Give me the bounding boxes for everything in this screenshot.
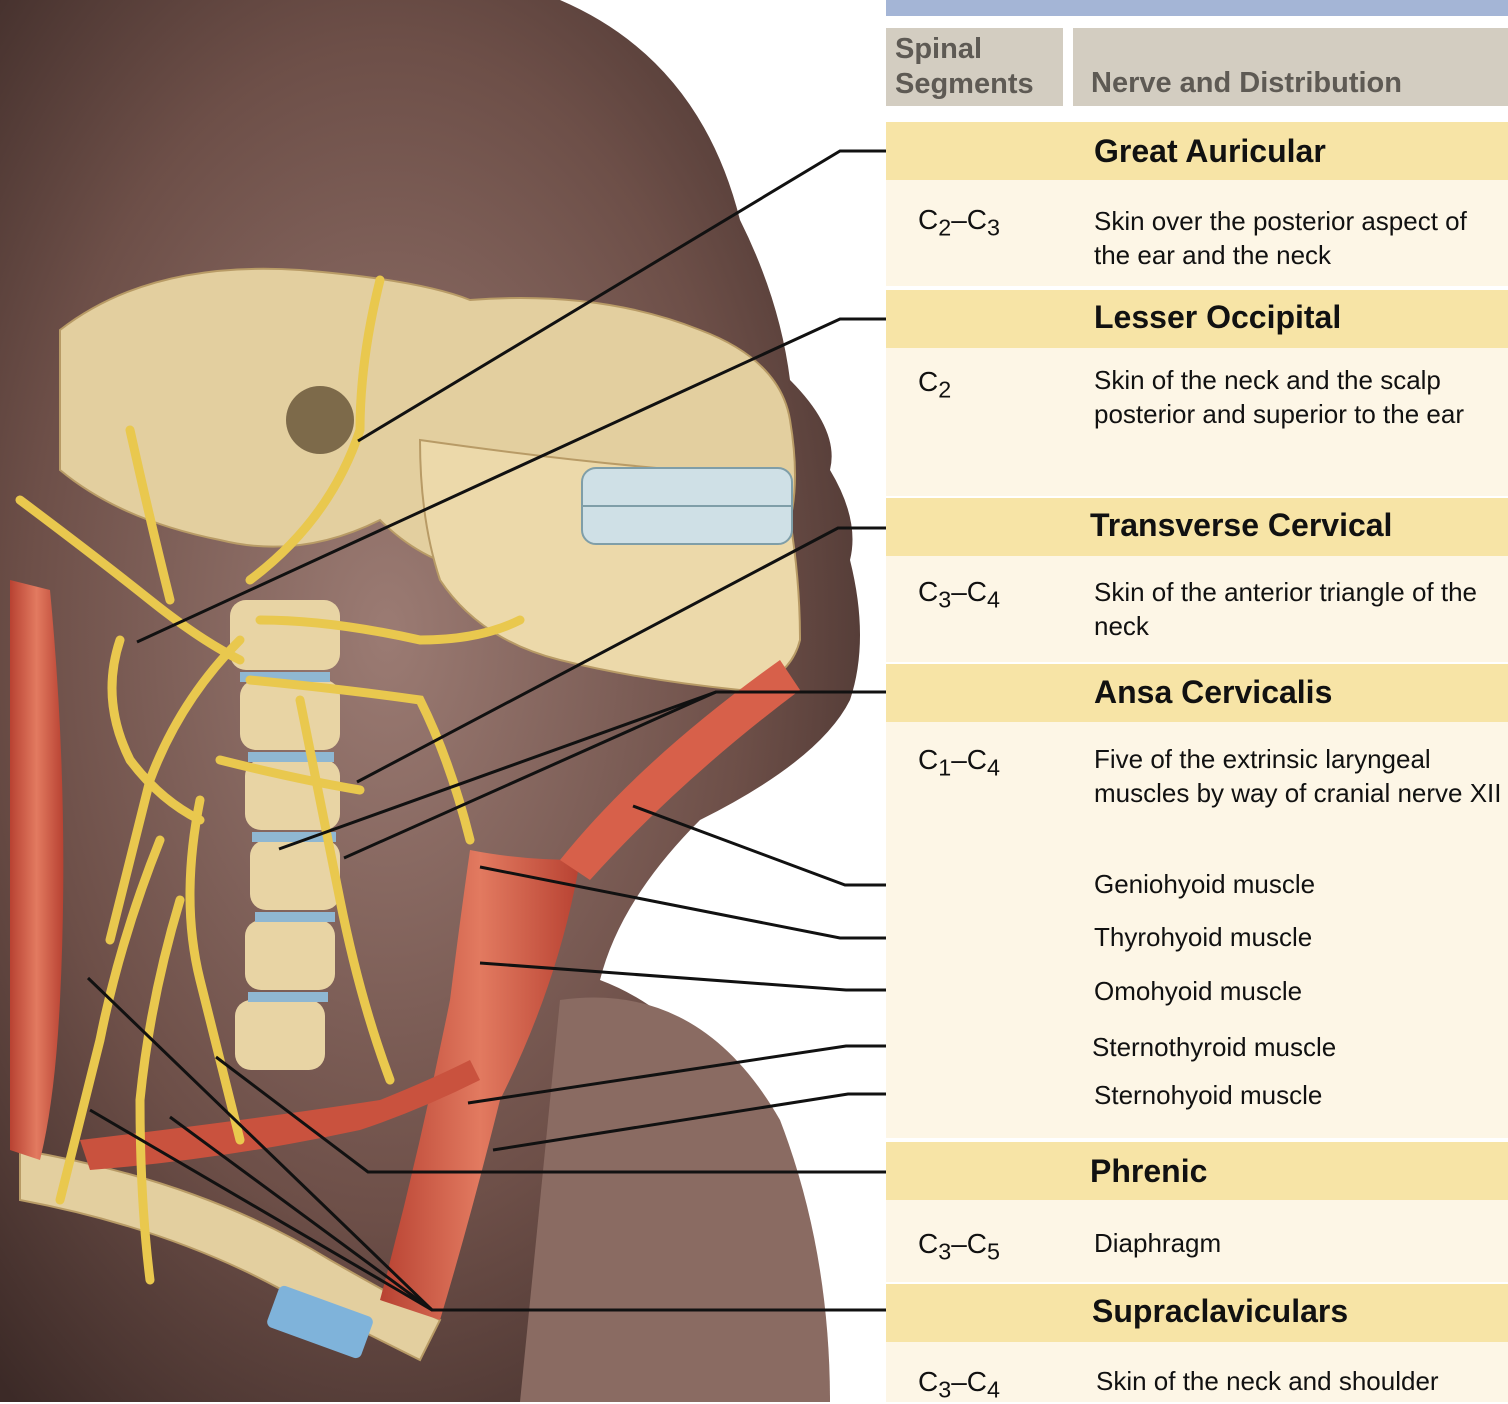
nerve-distribution: Skin of the neck and shoulder [1096,1366,1439,1396]
nerve-band [886,1284,1508,1342]
cervical-spine [230,600,340,1070]
nerve-name: Supraclaviculars [1092,1293,1349,1329]
spinal-segment: C3–C5 [918,1228,1000,1265]
row-bg [886,1200,1508,1282]
spinal-segment: C3–C4 [918,576,1000,613]
leader-lines [86,149,886,1312]
neck-anatomy-illustration [0,0,886,1402]
nerve-distribution: Diaphragm [1094,1228,1222,1258]
nerve-band [886,664,1508,722]
trapezius-muscle [10,580,64,1160]
spinal-segment: C2 [918,366,952,403]
nerve-name: Ansa Cervicalis [1094,674,1333,710]
nerve-band [886,290,1508,348]
nerve-distribution: Skin of the neck and the scalp posterior… [1094,365,1464,429]
geniohyoid-strap [560,660,800,880]
spinal-segment: C1–C4 [918,744,1000,781]
muscle-label: Sternohyoid muscle [1094,1080,1323,1110]
nerve-band [886,498,1508,556]
nerve-name: Great Auricular [1094,133,1326,169]
table-title-bar [886,0,1508,16]
nerve-name: Phrenic [1090,1153,1208,1189]
shoulder-skin [520,997,830,1402]
nerve-name: Transverse Cervical [1090,507,1393,543]
row-bg [886,180,1508,286]
row-bg [886,348,1508,496]
nerve-distribution: Skin of the anterior triangle of the nec… [1094,577,1478,641]
nerve-name: Lesser Occipital [1094,299,1342,335]
row-bg [886,1342,1508,1402]
muscle-label: Omohyoid muscle [1094,976,1303,1006]
nerve-distribution: Five of the extrinsic laryngeal muscles … [1094,744,1502,808]
nerve-band [886,122,1508,180]
row-bg [886,722,1508,1138]
muscle-label: Sternothyroid muscle [1092,1032,1337,1062]
header-spinal-segments: Spinal Segments [886,28,1063,106]
nerve-distribution: Skin over the posterior aspect of the ea… [1094,206,1467,270]
omohyoid-band [80,1060,480,1170]
muscle-label: Thyrohyoid muscle [1094,922,1313,952]
row-bg [886,556,1508,662]
muscle-label: Geniohyoid muscle [1094,869,1316,899]
spinal-segment: C3–C4 [918,1366,1000,1403]
header-nerve-distribution: Nerve and Distribution [1073,28,1508,106]
nerve-band [886,1142,1508,1200]
ear-canal [286,386,354,454]
spinal-segment: C2–C3 [918,204,1000,241]
cervical-plexus-nerves [15,275,525,1285]
